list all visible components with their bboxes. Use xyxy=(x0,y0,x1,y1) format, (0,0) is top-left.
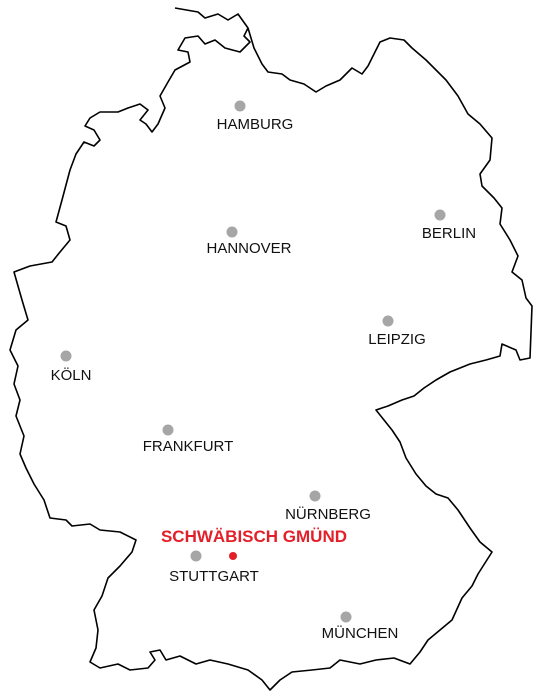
city-leipzig: LEIPZIG xyxy=(368,315,426,348)
city-dot xyxy=(162,424,174,436)
city-label-nuernberg: NÜRNBERG xyxy=(285,505,371,523)
city-label-frankfurt: FRANKFURT xyxy=(143,438,234,455)
highlight-city-dot xyxy=(229,552,237,560)
city-dot xyxy=(190,550,202,562)
city-dot xyxy=(234,100,246,112)
city-berlin: BERLIN xyxy=(422,209,476,242)
city-label-stuttgart: STUTTGART xyxy=(169,568,259,585)
city-nuernberg: NÜRNBERG xyxy=(285,490,371,523)
germany-border-outline xyxy=(9,7,533,691)
highlight-city-label: SCHWÄBISCH GMÜND xyxy=(161,527,347,546)
city-label-hannover: HANNOVER xyxy=(206,240,291,257)
city-stuttgart: STUTTGART xyxy=(169,550,259,585)
city-dot xyxy=(434,209,446,221)
city-koeln: KÖLN xyxy=(51,350,92,384)
city-frankfurt: FRANKFURT xyxy=(143,424,234,455)
city-label-muenchen: MÜNCHEN xyxy=(322,624,399,642)
city-dot xyxy=(340,611,352,623)
city-label-berlin: BERLIN xyxy=(422,225,476,242)
city-label-koeln: KÖLN xyxy=(51,366,92,384)
city-dot xyxy=(309,490,321,502)
city-label-leipzig: LEIPZIG xyxy=(368,331,426,348)
city-muenchen: MÜNCHEN xyxy=(322,611,399,642)
city-hannover: HANNOVER xyxy=(206,226,292,257)
city-hamburg: HAMBURG xyxy=(217,100,294,133)
city-dot xyxy=(226,226,238,238)
highlight-city-schwaebisch-gmuend: SCHWÄBISCH GMÜND xyxy=(161,527,347,560)
city-dot xyxy=(382,315,394,327)
city-dot xyxy=(60,350,72,362)
city-label-hamburg: HAMBURG xyxy=(217,116,294,133)
